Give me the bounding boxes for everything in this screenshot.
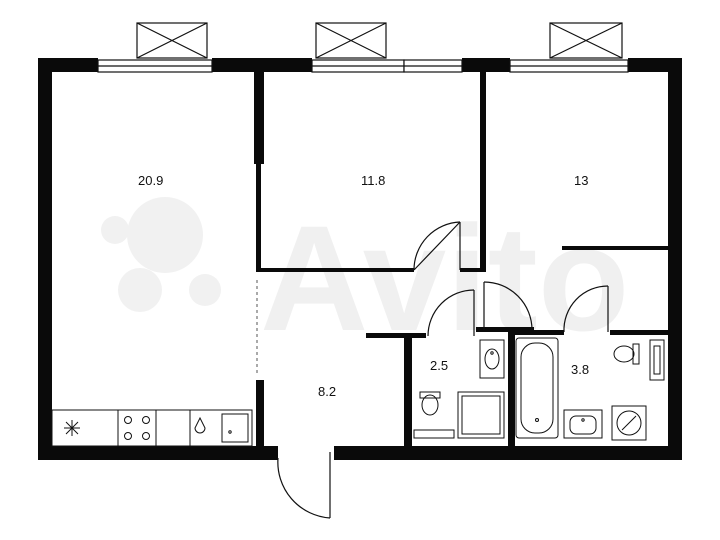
toilet-fixtures [413,339,505,439]
door-toilet [427,289,475,337]
window-4 [509,22,629,73]
radiator-icon [413,429,455,439]
fridge-snowflake-icon [64,420,80,436]
shower-tray-icon [457,391,505,439]
kitchen-sink-icon [189,409,253,447]
bath-toilet-icon [613,343,640,365]
toilet-icon [419,391,441,416]
window-3 [403,59,463,73]
area-bedroom-2: 13 [574,173,588,188]
radiator-bath-icon [649,339,665,381]
cooktop-icon [117,409,157,447]
doors [277,221,609,519]
watermark-text: Avito [260,194,629,362]
area-hallway: 8.2 [318,384,336,399]
washing-machine-icon [611,405,647,441]
door-entrance [277,452,331,519]
door-bedroom-1 [413,221,461,271]
washbasin-icon [479,339,505,379]
area-bedroom-1: 11.8 [361,173,385,188]
outer-walls [38,58,682,460]
bathtub-icon [515,337,559,439]
area-labels: 20.9 11.8 13 2.5 3.8 8.2 [138,173,589,399]
bathroom-fixtures [515,337,665,441]
interior-walls [254,72,670,448]
bath-washbasin-icon [563,409,603,439]
windows [97,22,629,73]
area-toilet: 2.5 [430,358,448,373]
window-1 [97,22,213,73]
area-living-kitchen: 20.9 [138,173,163,188]
area-bathroom: 3.8 [571,362,589,377]
watermark: Avito [101,194,629,362]
kitchen-counter [51,409,253,447]
door-bathroom [563,285,609,333]
door-bedroom-2 [483,281,533,331]
window-2 [311,22,405,73]
